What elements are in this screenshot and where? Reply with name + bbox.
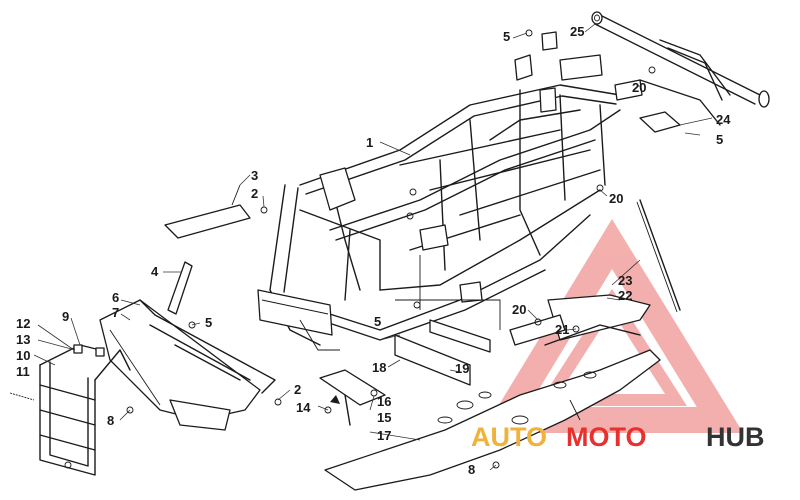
callout-2: 2 [294, 382, 301, 397]
callout-10: 10 [16, 348, 30, 363]
callout-12: 12 [16, 316, 30, 331]
support-rod [639, 199, 681, 311]
brush-guard [39, 344, 131, 476]
bolt [260, 206, 268, 214]
callout-20: 20 [632, 80, 646, 95]
callout-1: 1 [366, 135, 373, 150]
callout-11: 11 [16, 364, 30, 379]
callout-22: 22 [618, 288, 632, 303]
callout-16: 16 [377, 394, 391, 409]
callout-8: 8 [107, 413, 114, 428]
callout-19: 19 [455, 361, 469, 376]
callout-24: 24 [716, 112, 731, 127]
guard-bolt [9, 392, 35, 401]
side-bracket [547, 294, 651, 341]
belly-pan [324, 349, 661, 491]
end-cap-hole [594, 14, 600, 22]
callout-14: 14 [296, 400, 311, 415]
callout-18: 18 [372, 360, 386, 375]
callout-21: 21 [555, 322, 569, 337]
main-frame [257, 54, 621, 351]
nut [64, 461, 72, 469]
upper-bracket [541, 31, 558, 51]
callout-5: 5 [205, 315, 212, 330]
step-bracket [509, 314, 566, 346]
end-cap [591, 11, 603, 25]
skid-bracket [319, 369, 386, 426]
callout-20: 20 [609, 191, 623, 206]
skid-plate-small [394, 334, 471, 386]
callout-20: 20 [512, 302, 526, 317]
bolt [126, 406, 134, 414]
callout-3: 3 [251, 168, 258, 183]
callout-8: 8 [468, 462, 475, 477]
callout-15: 15 [377, 410, 391, 425]
watermark-auto: AUTO [471, 422, 547, 452]
callout-5: 5 [716, 132, 723, 147]
callout-labels: 1 2 2 3 4 5 5 5 5 6 7 8 8 9 10 11 12 13 … [16, 24, 731, 477]
bolt [274, 398, 282, 406]
callout-5: 5 [503, 29, 510, 44]
leader-lines [33, 23, 713, 471]
callout-13: 13 [16, 332, 30, 347]
callout-7: 7 [112, 305, 119, 320]
bolt [492, 461, 500, 469]
callout-25: 25 [570, 24, 584, 39]
callout-23: 23 [618, 273, 632, 288]
callout-5: 5 [374, 314, 381, 329]
callout-2: 2 [251, 186, 258, 201]
support-bracket [167, 261, 193, 315]
callout-9: 9 [62, 309, 69, 324]
watermark-wordmark: AUTO MOTO HUB [471, 422, 765, 452]
watermark-moto: MOTO [566, 422, 647, 452]
front-bumper [99, 299, 276, 431]
front-brace [164, 204, 251, 239]
bolt [534, 318, 542, 326]
callout-17: 17 [377, 428, 391, 443]
rear-rack [594, 14, 770, 133]
skid-plate-strip [429, 319, 491, 353]
watermark-hub: HUB [706, 422, 765, 452]
bolt [188, 321, 196, 329]
callout-6: 6 [112, 290, 119, 305]
callout-4: 4 [151, 264, 159, 279]
